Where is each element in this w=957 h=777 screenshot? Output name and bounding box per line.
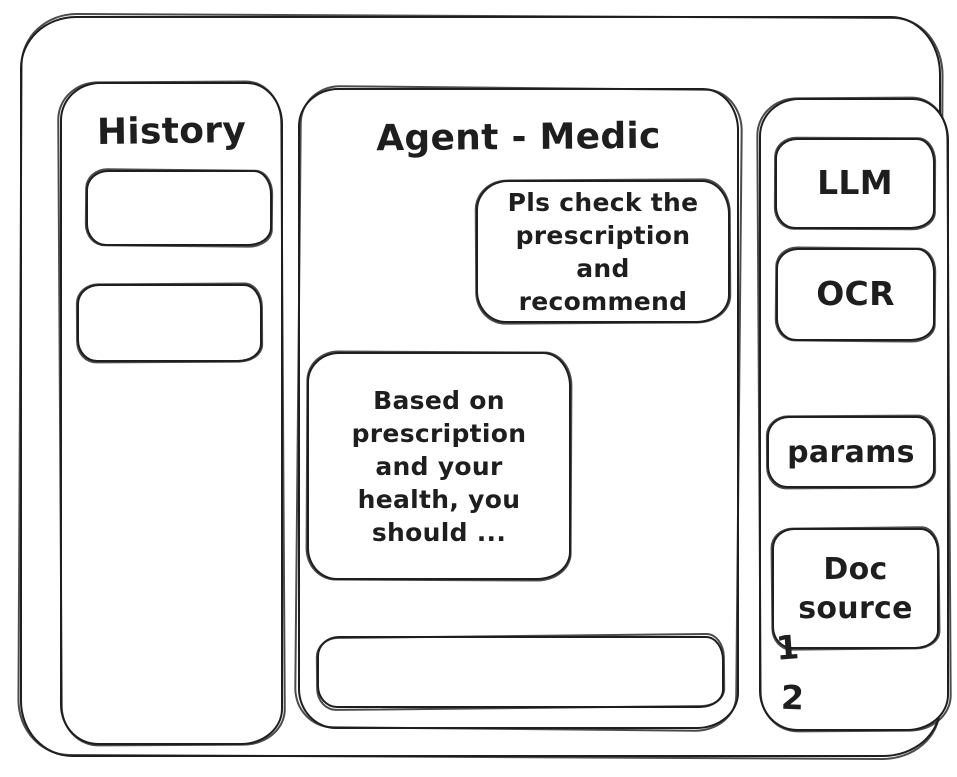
message-input-box[interactable] [317, 636, 724, 708]
llm-button-label: LLM [817, 163, 893, 203]
history-item-1[interactable] [86, 170, 272, 246]
agent-message-text: Based on prescription and your health, y… [351, 385, 527, 547]
doc-source-item-2[interactable]: 2 [780, 677, 805, 718]
history-title: History [96, 109, 247, 154]
history-item-2[interactable] [77, 284, 262, 362]
history-panel: History [60, 82, 283, 745]
llm-button[interactable]: LLM [775, 138, 935, 229]
params-button[interactable]: params [767, 416, 935, 488]
user-message-bubble: Pls check the prescription and recommend [476, 180, 730, 323]
chat-title: Agent - Medic [376, 115, 661, 160]
chat-panel: Agent - Medic Pls check the prescription… [298, 88, 739, 729]
doc-source-button[interactable]: Doc source [772, 528, 939, 649]
tools-panel: LLM OCR params Doc source 1 2 [759, 98, 949, 731]
app-window: History Agent - Medic Pls check the pres… [20, 16, 949, 757]
message-input[interactable] [319, 638, 722, 706]
doc-source-button-label: Doc source [798, 551, 913, 626]
params-button-label: params [787, 434, 915, 470]
ocr-button[interactable]: OCR [776, 248, 935, 341]
agent-message-bubble: Based on prescription and your health, y… [307, 352, 571, 580]
ocr-button-label: OCR [816, 274, 895, 314]
user-message-text: Pls check the prescription and recommend [507, 187, 699, 316]
doc-source-item-1[interactable]: 1 [774, 627, 801, 668]
